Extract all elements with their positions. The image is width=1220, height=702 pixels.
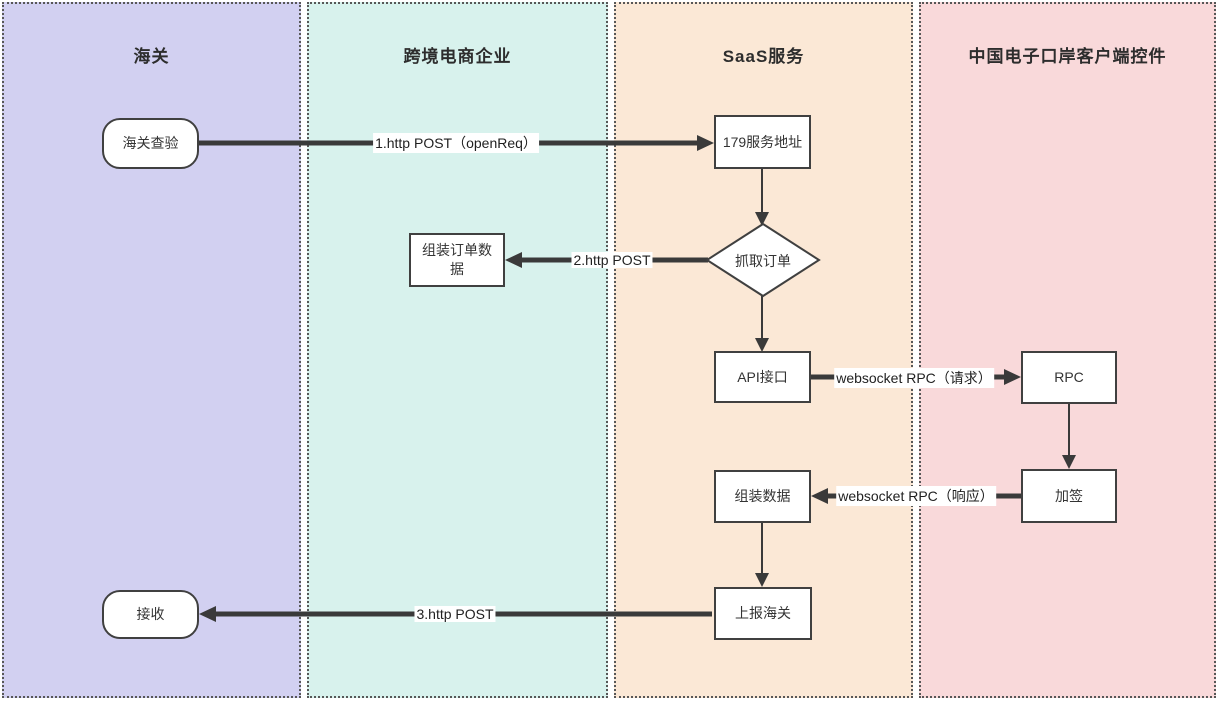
- node-rpc: RPC: [1021, 351, 1117, 404]
- node-service-179: 179服务地址: [714, 115, 811, 169]
- edge-label-http-post-2: 2.http POST: [571, 252, 653, 268]
- lane-eport: 中国电子口岸客户端控件: [919, 2, 1216, 698]
- edge-label-websocket-rpc-request: websocket RPC（请求）: [834, 368, 994, 388]
- lane-ecommerce: 跨境电商企业: [307, 2, 608, 698]
- node-sign: 加签: [1021, 469, 1117, 523]
- node-receive: 接收: [102, 590, 199, 639]
- node-assemble-order-data: 组装订单数据: [409, 233, 505, 287]
- edge-arrowhead-right-1: [697, 135, 714, 151]
- fetch-order-diamond-shape: [705, 222, 821, 298]
- lane-title-saas: SaaS服务: [722, 47, 805, 66]
- edge-arrowhead-left-3: [505, 252, 522, 268]
- edge-arrowhead-down-2: [755, 212, 769, 226]
- edge-arrowhead-down-4: [755, 338, 769, 352]
- lane-title-ecommerce: 跨境电商企业: [403, 47, 512, 66]
- node-api-interface: API接口: [714, 351, 811, 403]
- edge-arrowhead-down-6: [1062, 455, 1076, 469]
- edge-arrowhead-left-7: [811, 488, 828, 504]
- edge-arrowhead-left-9: [199, 606, 216, 622]
- node-assemble-data: 组装数据: [714, 470, 811, 523]
- lane-title-customs: 海关: [133, 47, 170, 66]
- lane-title-eport: 中国电子口岸客户端控件: [968, 47, 1167, 66]
- node-fetch-order-label: 抓取订单: [735, 253, 791, 269]
- edge-label-http-post-3: 3.http POST: [414, 606, 496, 622]
- edge-arrowhead-down-8: [755, 573, 769, 587]
- edge-arrowhead-right-5: [1004, 369, 1021, 385]
- node-report-customs: 上报海关: [714, 587, 812, 640]
- node-customs-inspection: 海关查验: [102, 118, 199, 169]
- edge-label-websocket-rpc-response: websocket RPC（响应）: [836, 486, 996, 506]
- edge-label-http-post-openreq: 1.http POST（openReq）: [373, 133, 539, 153]
